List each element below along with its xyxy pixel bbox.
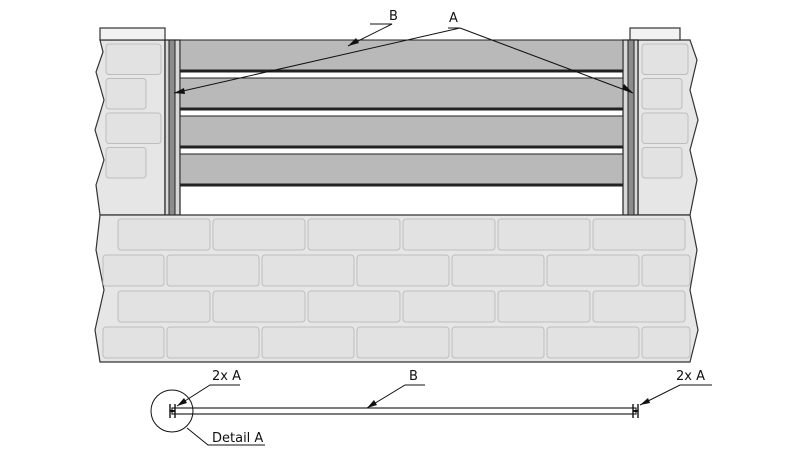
- detail-circle: [150, 389, 194, 433]
- wall-brick: [261, 326, 355, 359]
- pillar-brick: [105, 147, 147, 179]
- pillar-brick: [105, 112, 162, 144]
- wall-brick: [451, 254, 545, 287]
- right-pillar-bricks: [641, 43, 689, 179]
- right-pillar-cap: [629, 27, 681, 41]
- bottom-callout-b: B: [366, 369, 425, 409]
- left-pillar: [94, 27, 166, 216]
- detail-callout: Detail A: [186, 427, 265, 446]
- wall-brick: [102, 326, 165, 359]
- wall-brick: [307, 218, 401, 251]
- top-callout-b: B: [347, 9, 398, 47]
- pillar-brick: [641, 78, 683, 110]
- wall-brick: [592, 290, 686, 323]
- wall-brick: [592, 218, 686, 251]
- fence-slats: [179, 39, 624, 187]
- wall-brick: [356, 326, 450, 359]
- top-label-a: A: [449, 11, 458, 26]
- pillar-brick: [105, 78, 147, 110]
- right-pillar: [629, 27, 699, 216]
- wall-brick: [166, 326, 260, 359]
- pillar-brick: [105, 43, 162, 75]
- lower-wall: [94, 214, 699, 363]
- wall-brick: [546, 326, 640, 359]
- wall-brick: [402, 218, 496, 251]
- wall-brick: [641, 254, 691, 287]
- wall-brick: [117, 290, 211, 323]
- wall-brick: [212, 218, 306, 251]
- top-callout-a: A: [173, 11, 634, 94]
- wall-brick: [402, 290, 496, 323]
- detail-label: Detail A: [212, 431, 263, 446]
- wall-brick: [497, 290, 591, 323]
- left-pillar-cap: [99, 27, 166, 41]
- right-post: [622, 39, 639, 216]
- section-right-profile: [632, 404, 639, 418]
- section-left-profile: [169, 404, 176, 418]
- wall-brick: [102, 254, 165, 287]
- wall-brick: [641, 326, 691, 359]
- pillar-brick: [641, 147, 683, 179]
- bottom-label-2xa-left: 2x A: [212, 369, 241, 384]
- fence-slat: [179, 115, 624, 147]
- wall-brick: [117, 218, 211, 251]
- wall-brick: [166, 254, 260, 287]
- wall-brick: [212, 290, 306, 323]
- left-pillar-bricks: [105, 43, 162, 179]
- lower-wall-bricks: [102, 218, 691, 359]
- bottom-callout-left-a: 2x A: [176, 369, 241, 407]
- bottom-label-2xa-right: 2x A: [676, 369, 705, 384]
- fence-slat: [179, 39, 624, 71]
- section-slat: [171, 407, 637, 415]
- fence-slat: [179, 153, 624, 185]
- wall-brick: [261, 254, 355, 287]
- fence-slat: [179, 77, 624, 109]
- section-view: [150, 389, 639, 433]
- bottom-label-b: B: [409, 369, 418, 384]
- wall-brick: [307, 290, 401, 323]
- left-post: [164, 39, 181, 216]
- bottom-callout-right-a: 2x A: [639, 369, 712, 406]
- wall-brick: [451, 326, 545, 359]
- pillar-brick: [641, 43, 689, 75]
- wall-brick: [497, 218, 591, 251]
- wall-brick: [356, 254, 450, 287]
- wall-brick: [546, 254, 640, 287]
- top-label-b: B: [389, 9, 398, 24]
- pillar-brick: [641, 112, 689, 144]
- lower-wall-outline: [94, 214, 699, 363]
